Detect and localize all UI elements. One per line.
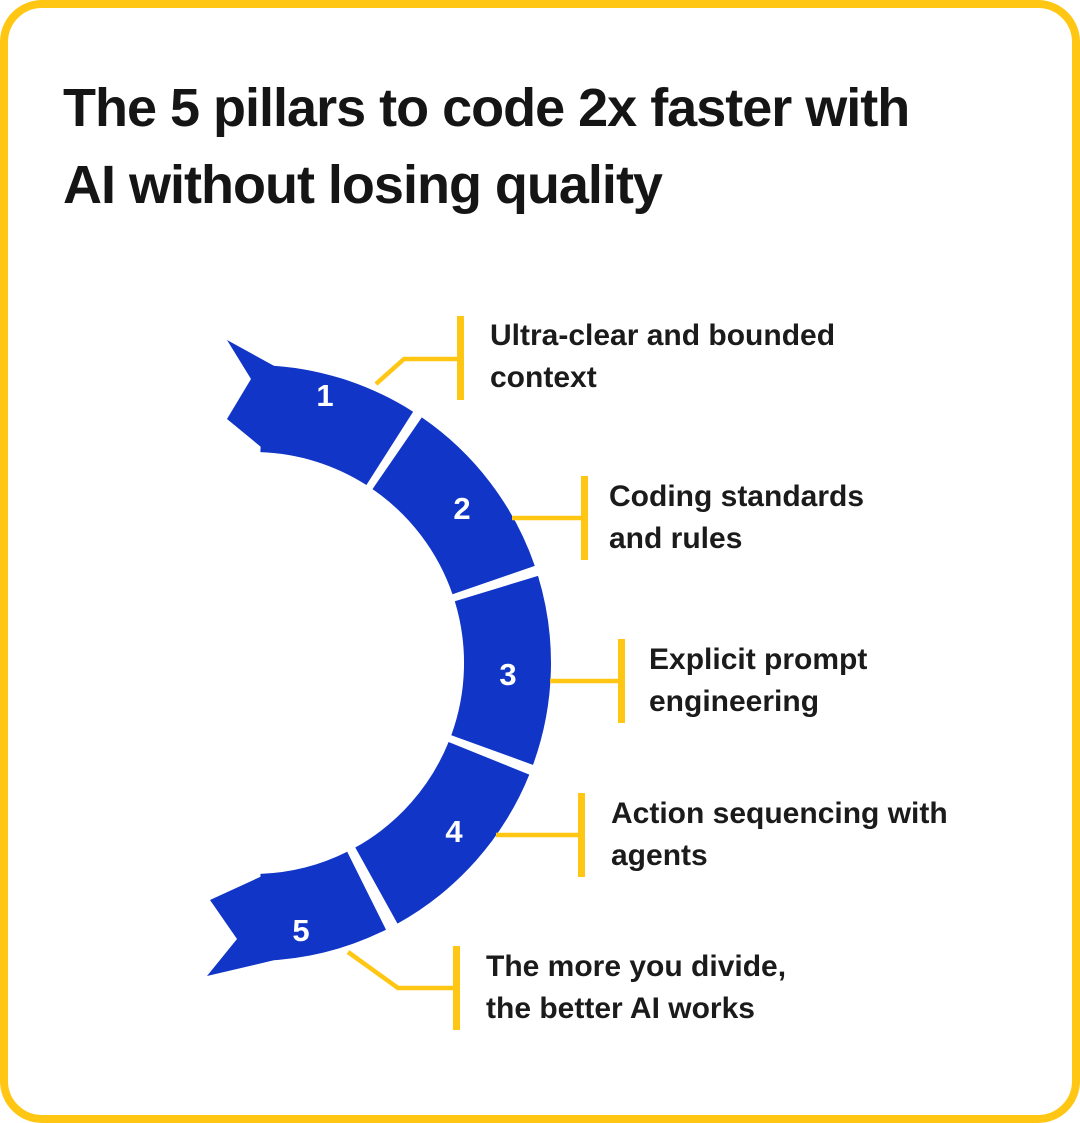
label-tick-2 xyxy=(581,476,588,560)
segment-1-number: 1 xyxy=(316,378,333,413)
pillar-label-4: Action sequencing with agents xyxy=(611,793,948,877)
pillar-label-2-line-1: Coding standards xyxy=(609,480,865,513)
pillar-label-3-line-1: Explicit prompt xyxy=(649,643,868,676)
pillar-label-3-line-2: engineering xyxy=(649,685,820,718)
pillar-label-4-line-2: agents xyxy=(611,839,708,872)
segment-5-number: 5 xyxy=(292,913,309,948)
pillar-label-2: Coding standards and rules xyxy=(609,476,864,560)
connector-line-5 xyxy=(346,950,455,991)
arc-diagram: 1 2 3 4 5 xyxy=(207,316,625,1030)
pillar-label-1-line-1: Ultra-clear and bounded xyxy=(490,319,836,352)
connector-line-1 xyxy=(374,356,459,386)
label-tick-1 xyxy=(457,316,464,400)
segment-3-number: 3 xyxy=(499,657,516,692)
segment-3-arc xyxy=(451,575,551,765)
label-tick-3 xyxy=(618,639,625,723)
segment-2-number: 2 xyxy=(453,491,470,526)
pillar-label-5: The more you divide, the better AI works xyxy=(486,946,786,1030)
title-line-1: The 5 pillars to code 2x faster with xyxy=(63,78,910,138)
segment-4-arc xyxy=(355,742,530,924)
pillar-label-5-line-1: The more you divide, xyxy=(486,950,787,983)
pillar-label-1: Ultra-clear and bounded context xyxy=(490,315,835,399)
segment-2-arc xyxy=(372,417,535,595)
pillar-label-3: Explicit prompt engineering xyxy=(649,639,867,723)
pillar-label-1-line-2: context xyxy=(490,361,597,394)
segment-4-number: 4 xyxy=(445,814,463,849)
pillar-label-5-line-2: the better AI works xyxy=(486,992,755,1025)
title-line-2: AI without losing quality xyxy=(63,155,663,215)
pillar-label-2-line-2: and rules xyxy=(609,522,743,555)
pillar-label-4-line-1: Action sequencing with xyxy=(611,797,948,830)
segment-5-arc xyxy=(260,851,386,961)
label-tick-5 xyxy=(453,946,460,1030)
page-title: The 5 pillars to code 2x faster with AI … xyxy=(63,70,910,224)
segment-5-ribbon-end xyxy=(207,873,274,976)
label-tick-4 xyxy=(578,793,585,877)
segment-1-arc xyxy=(260,365,414,485)
